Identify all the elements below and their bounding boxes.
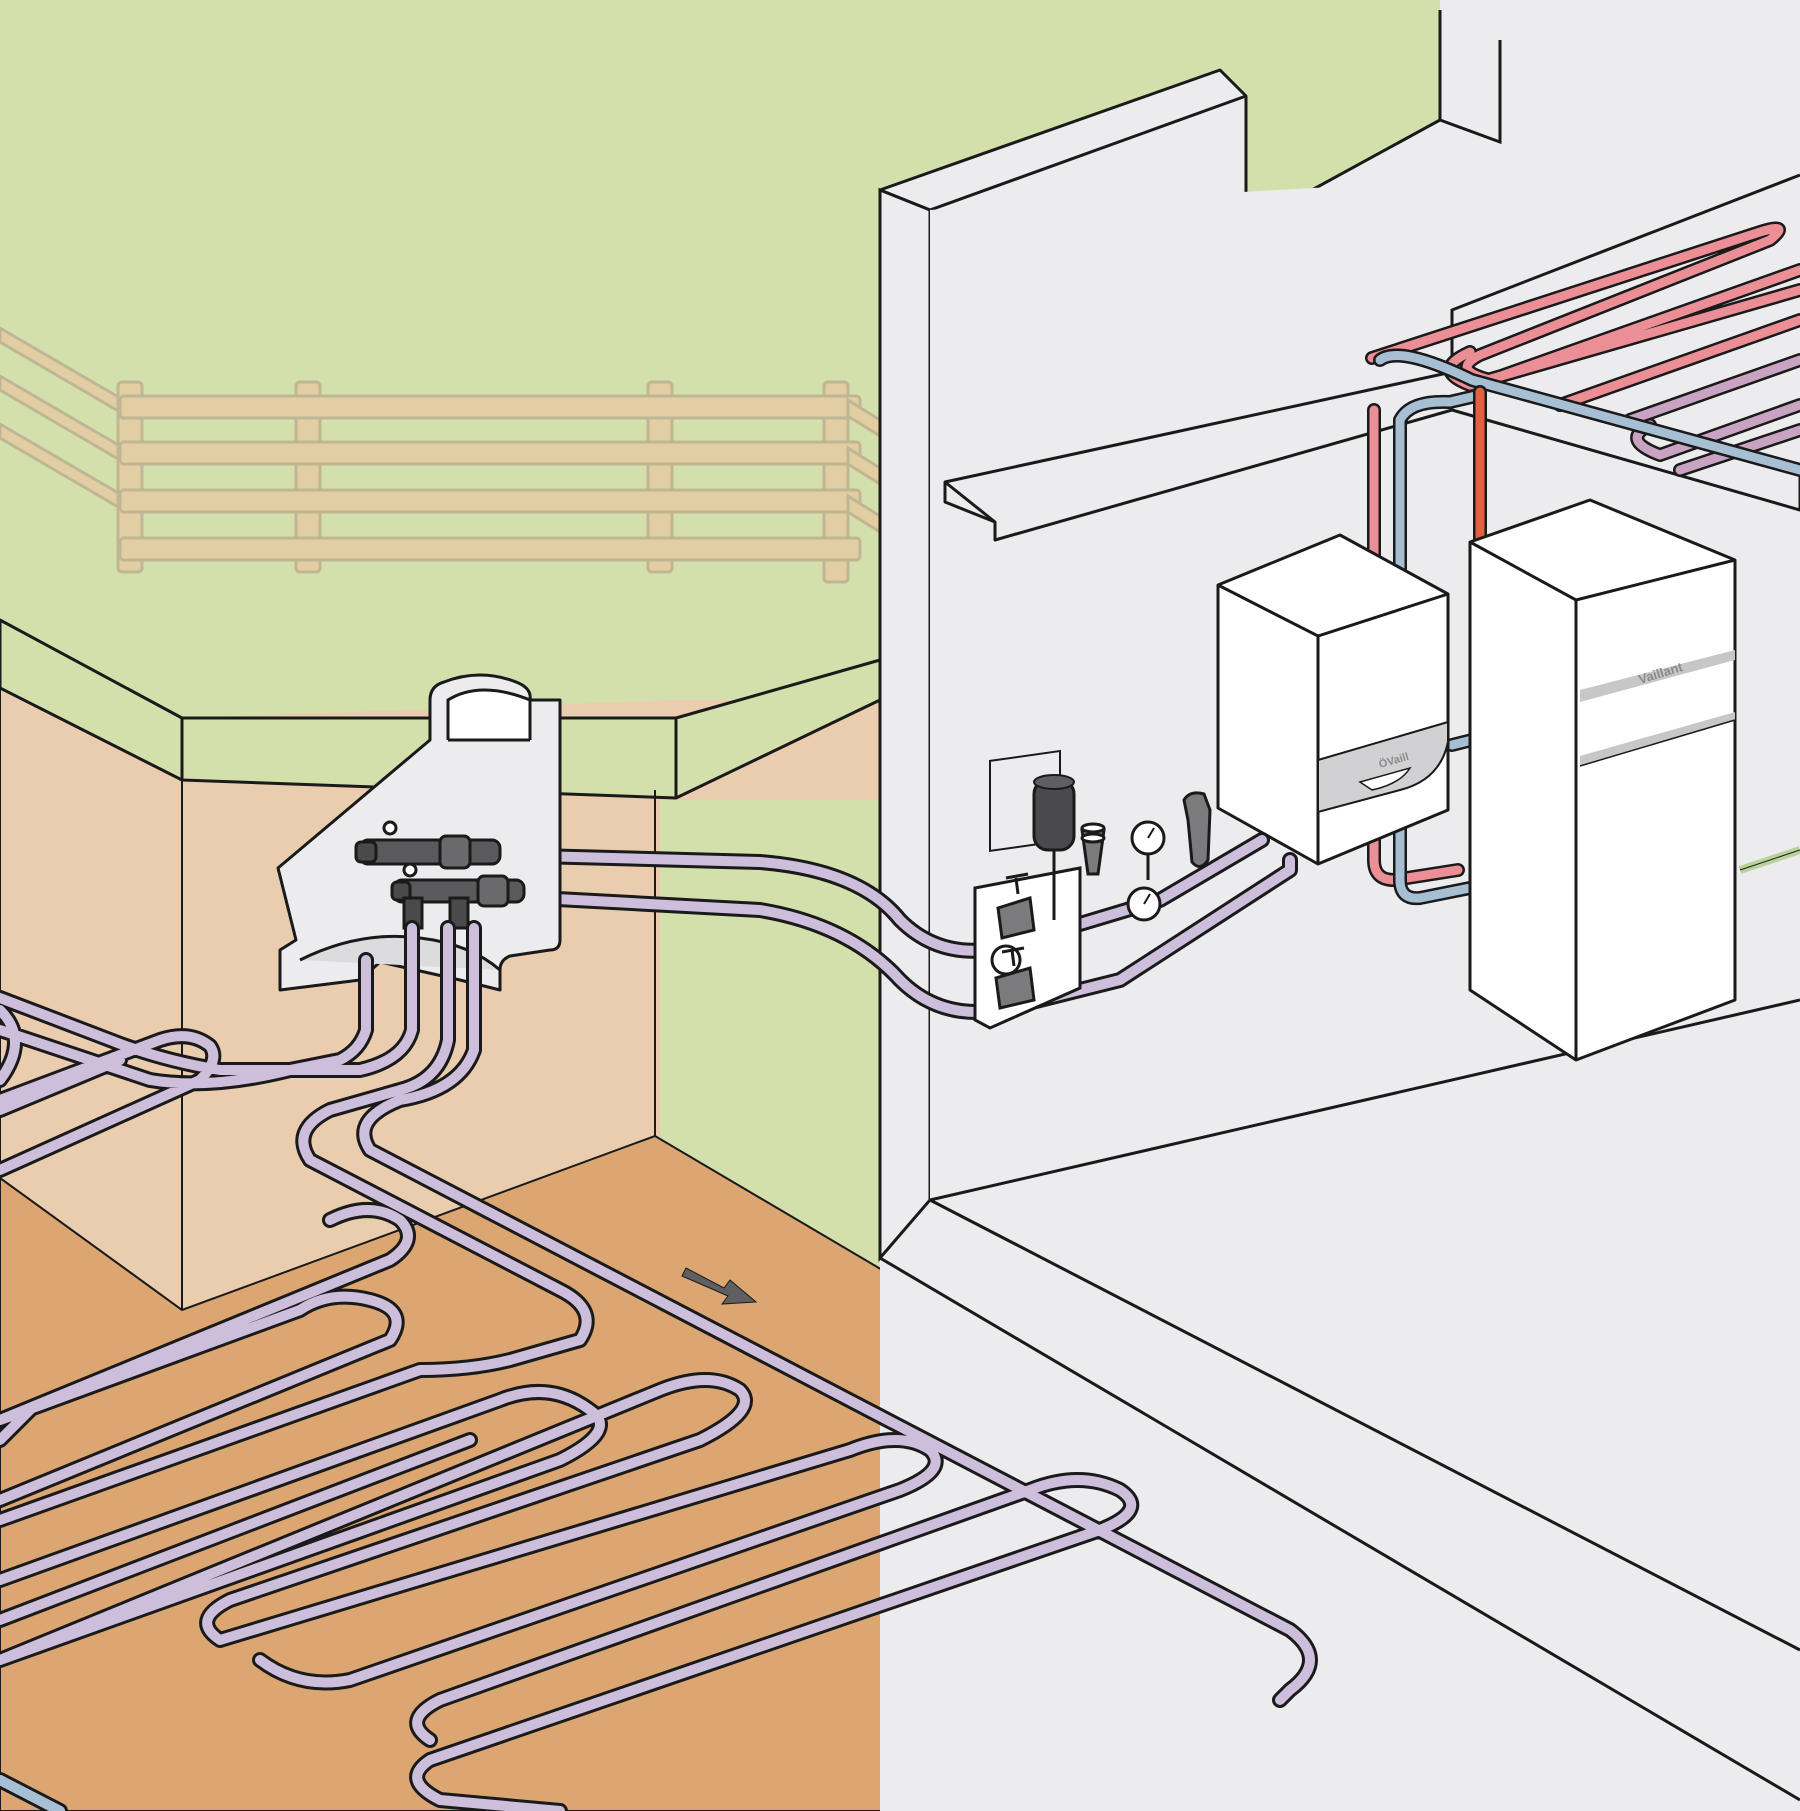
pressure-gauge — [990, 820, 1166, 976]
air-separator — [1182, 791, 1212, 868]
pump-group — [973, 749, 1212, 1030]
expansion-vessel — [1032, 774, 1076, 920]
safety-valve — [1080, 822, 1106, 876]
heat-pump-unit: Vaillant — [1468, 498, 1737, 1062]
heating-riser-pipes — [1367, 385, 1487, 906]
wall-mounted-unit: ÖVaill — [1216, 533, 1450, 866]
garden-fence — [0, 326, 882, 584]
shutoff-valve — [994, 872, 1036, 1010]
ground-collector-loops — [0, 920, 1318, 1811]
brine-manifold — [354, 820, 526, 930]
underfloor-heating-loop — [1365, 221, 1800, 477]
flow-direction-arrow — [681, 1267, 758, 1305]
